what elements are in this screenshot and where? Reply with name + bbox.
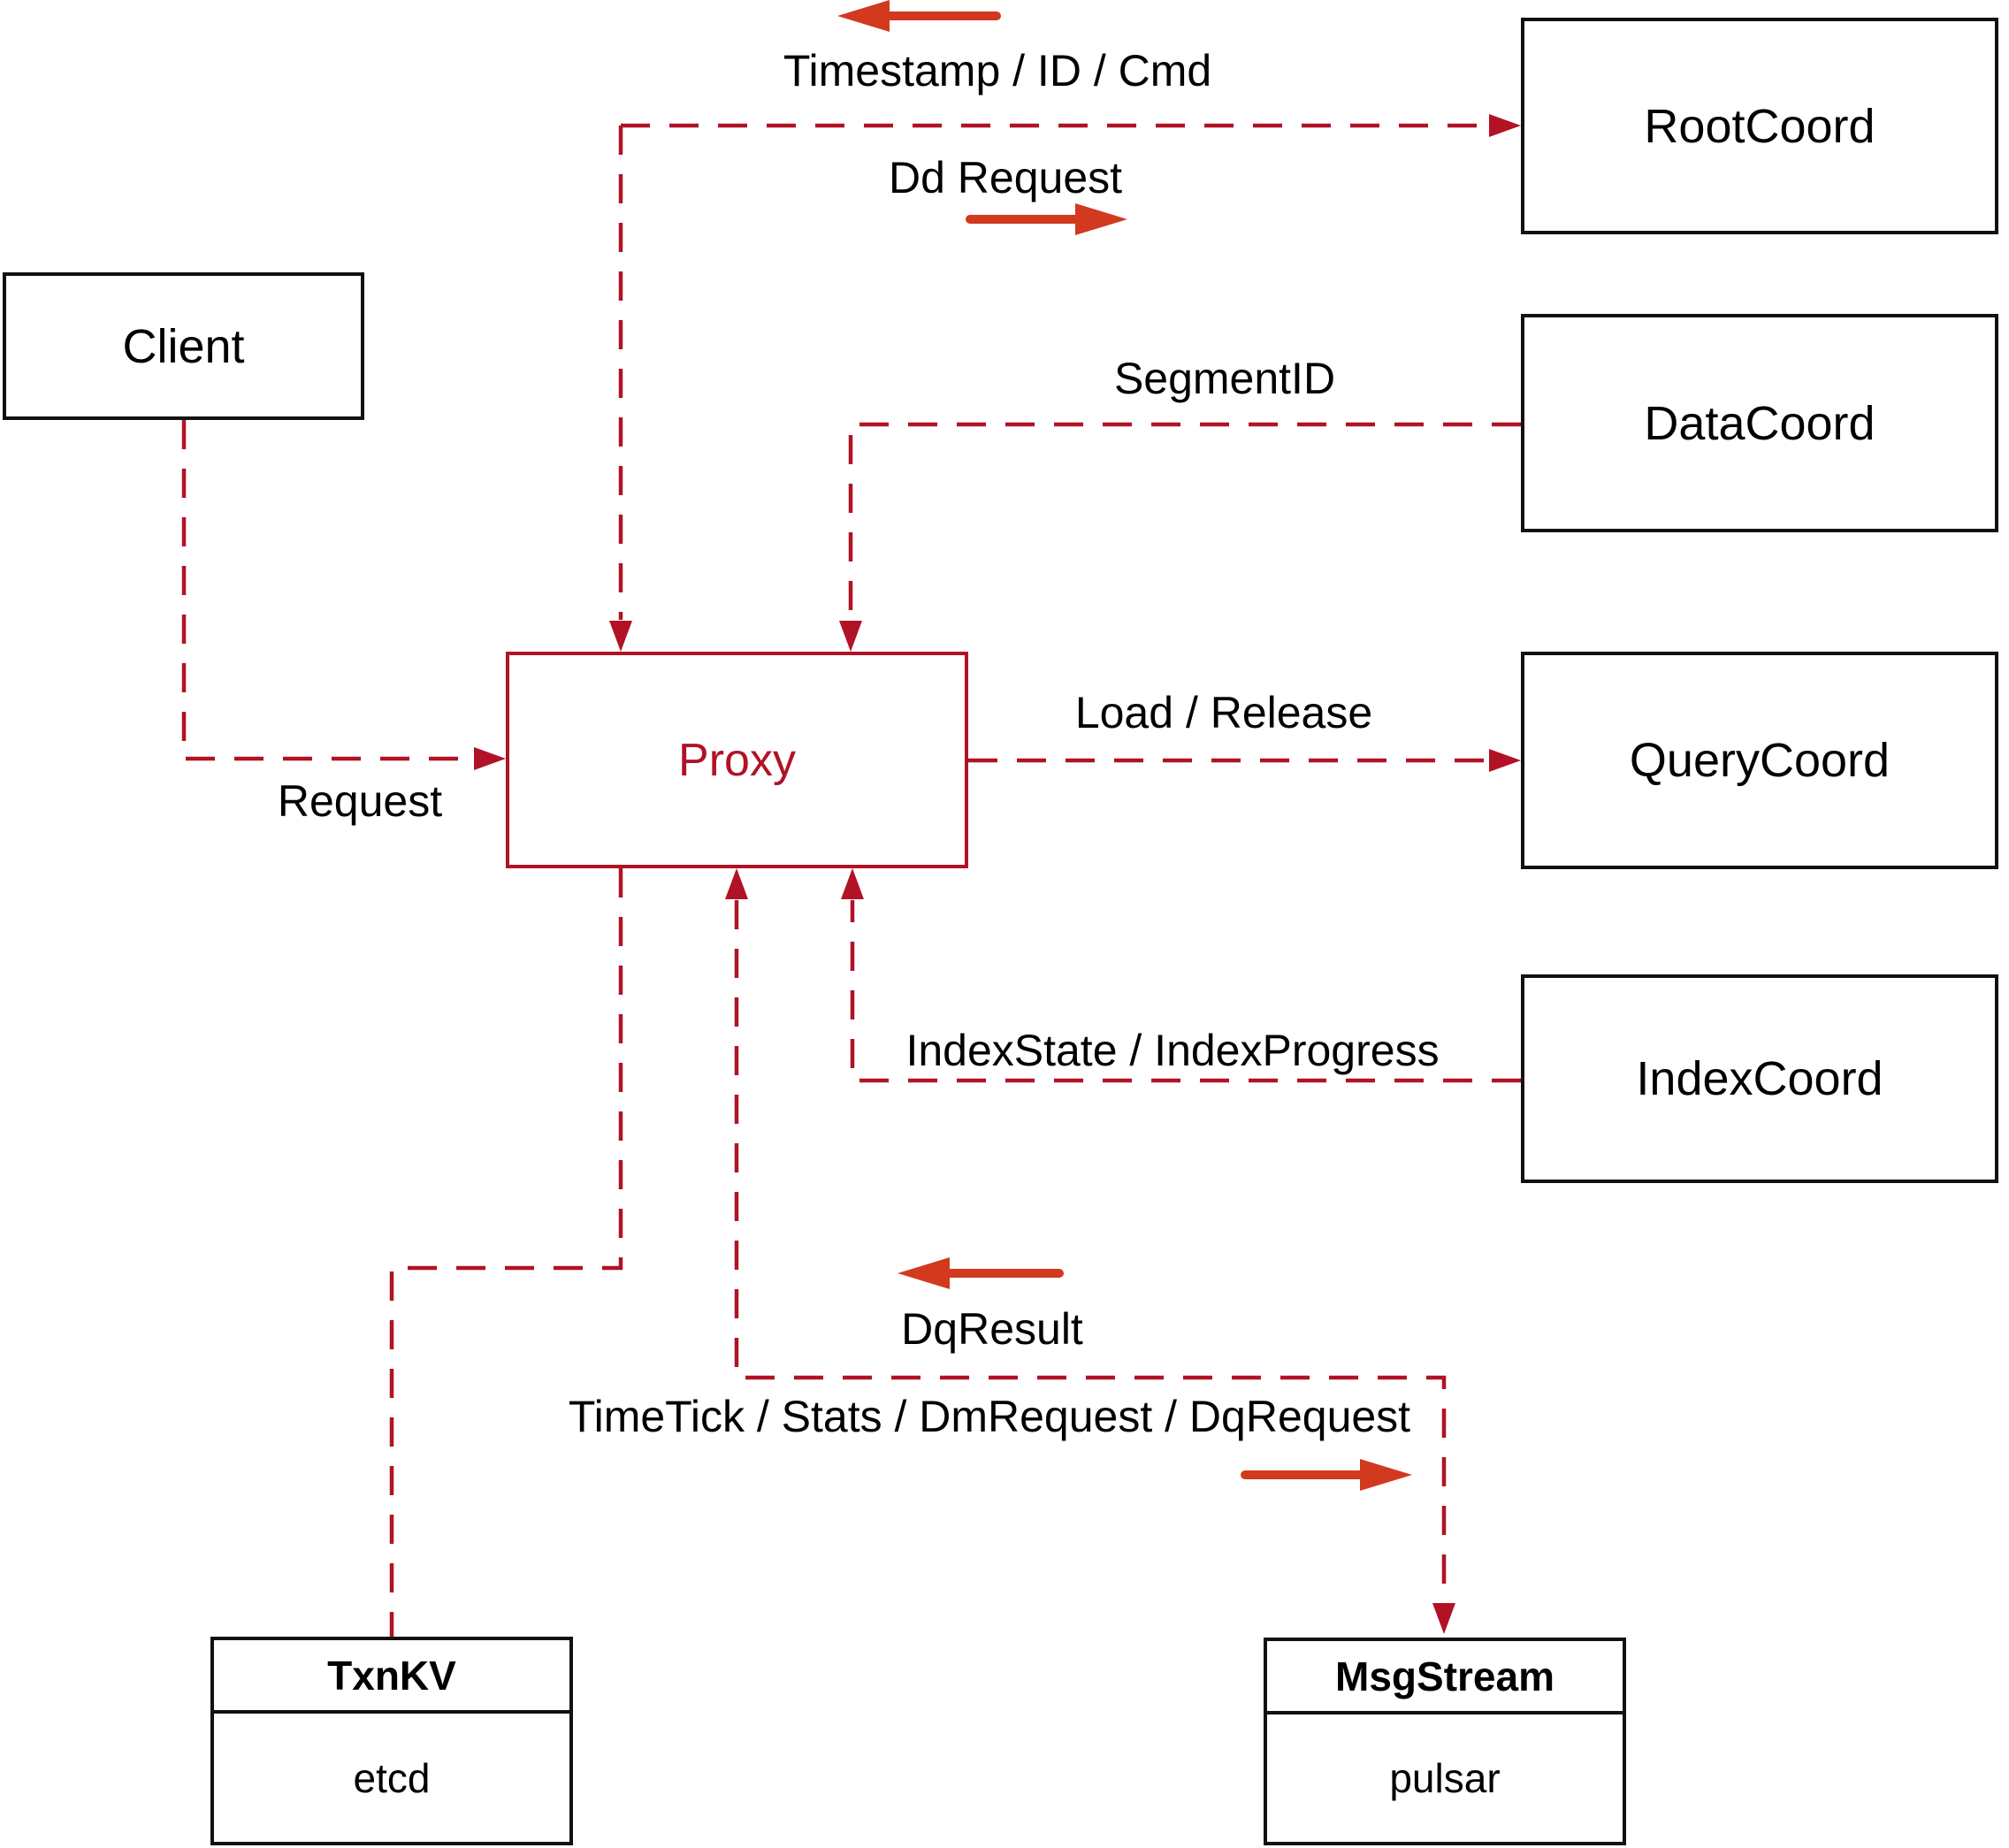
- edge-label-time-tick: TimeTick / Stats / DmRequest / DqRequest: [562, 1391, 1417, 1442]
- indexcoord-node: IndexCoord: [1521, 974, 1998, 1183]
- arrowhead-into-proxy-top-left: [609, 621, 632, 652]
- indexcoord-label: IndexCoord: [1636, 1052, 1883, 1105]
- arrowhead-into-querycoord: [1489, 749, 1521, 772]
- datacoord-node: DataCoord: [1521, 314, 1998, 532]
- rootcoord-node: RootCoord: [1521, 18, 1998, 234]
- arrowhead-into-proxy-bottom-middle: [725, 868, 748, 899]
- proxy-label: Proxy: [678, 734, 796, 786]
- edge-client-to-proxy: [181, 420, 474, 761]
- dd-request-direction-right-arrow-icon: [1075, 203, 1127, 235]
- txnkv-node: TxnKV etcd: [210, 1637, 573, 1845]
- time-tick-direction-right-arrow-icon: [1360, 1459, 1412, 1491]
- arrowhead-into-proxy-bottom-right: [841, 868, 864, 899]
- edge-label-dq-result: DqResult: [896, 1303, 1089, 1355]
- edge-label-request: Request: [271, 775, 448, 827]
- arrowhead-into-rootcoord: [1489, 114, 1521, 137]
- proxy-node: Proxy: [506, 652, 968, 868]
- edge-label-dd-request: Dd Request: [882, 152, 1128, 203]
- txnkv-impl: etcd: [353, 1754, 431, 1801]
- msgstream-title: MsgStream: [1267, 1641, 1623, 1714]
- arrowhead-into-proxy-top-right: [839, 621, 862, 652]
- querycoord-node: QueryCoord: [1521, 652, 1998, 869]
- arrowhead-into-msgstream: [1432, 1603, 1455, 1634]
- edge-label-index-state: IndexState / IndexProgress: [900, 1025, 1445, 1076]
- msgstream-node: MsgStream pulsar: [1264, 1638, 1626, 1845]
- rootcoord-label: RootCoord: [1644, 99, 1875, 153]
- dq-result-direction-left-arrow-icon: [898, 1257, 950, 1289]
- msgstream-impl: pulsar: [1389, 1755, 1501, 1801]
- edge-label-load-release: Load / Release: [1069, 687, 1379, 738]
- edge-indexcoord-to-proxy: [850, 900, 1521, 1083]
- client-label: Client: [122, 319, 245, 373]
- datacoord-label: DataCoord: [1644, 396, 1875, 450]
- edge-proxy-msgstream: [734, 900, 1447, 1602]
- edge-label-segment-id: SegmentID: [1108, 353, 1341, 404]
- txnkv-title: TxnKV: [214, 1640, 569, 1714]
- querycoord-label: QueryCoord: [1629, 734, 1891, 787]
- edge-datacoord-to-proxy: [848, 422, 1521, 620]
- edge-label-timestamp: Timestamp / ID / Cmd: [777, 45, 1218, 96]
- timestamp-direction-left-arrow-icon: [837, 0, 890, 32]
- edge-proxy-to-txnkv: [389, 868, 623, 1637]
- arrowhead-into-proxy-left: [474, 747, 506, 770]
- client-node: Client: [3, 272, 364, 420]
